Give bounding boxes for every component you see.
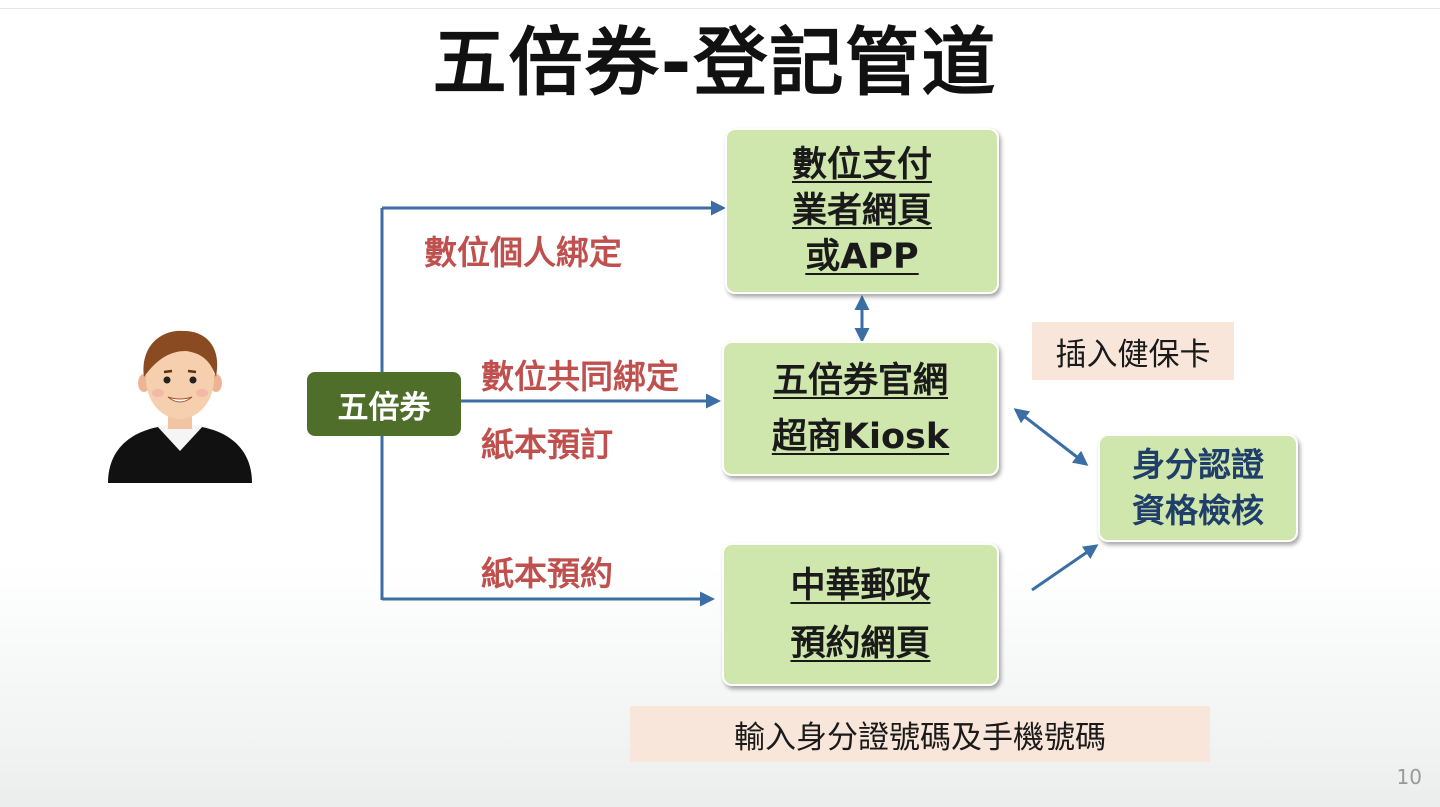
box-line: 或APP xyxy=(805,237,919,277)
box-line: 數位支付 xyxy=(791,145,932,185)
box-line: 超商Kiosk xyxy=(771,416,950,457)
person-icon xyxy=(108,330,252,483)
box-line: 業者網頁 xyxy=(791,191,932,231)
label-digital-personal-binding: 數位個人綁定 xyxy=(424,233,622,272)
top-divider xyxy=(0,8,1440,9)
box-line: 身分認證 xyxy=(1132,445,1264,484)
arrow-post-verification xyxy=(1031,544,1099,592)
label-paper-reserve: 紙本預約 xyxy=(481,554,613,593)
box-line: 預約網頁 xyxy=(790,623,931,664)
source-node-five-times-voucher: 五倍券 xyxy=(307,372,461,436)
box-line: 中華郵政 xyxy=(790,565,931,606)
arrow-official-verification xyxy=(1013,408,1089,466)
box-identity-verification: 身分認證 資格檢核 xyxy=(1098,434,1298,542)
note-input-id-and-phone: 輸入身分證號碼及手機號碼 xyxy=(630,706,1210,762)
box-line: 五倍券官網 xyxy=(772,360,948,401)
slide-title: 五倍券-登記管道 xyxy=(432,20,998,106)
label-paper-order: 紙本預訂 xyxy=(481,425,613,464)
box-line: 資格檢核 xyxy=(1132,491,1264,530)
box-official-site-kiosk: 五倍券官網 超商Kiosk xyxy=(722,341,999,476)
page-number: 10 xyxy=(1396,765,1422,789)
box-digital-payment: 數位支付 業者網頁 或APP xyxy=(725,128,999,294)
note-insert-health-card: 插入健保卡 xyxy=(1032,322,1234,380)
label-digital-common-binding: 數位共同綁定 xyxy=(481,357,679,396)
box-post-office: 中華郵政 預約網頁 xyxy=(722,543,999,686)
